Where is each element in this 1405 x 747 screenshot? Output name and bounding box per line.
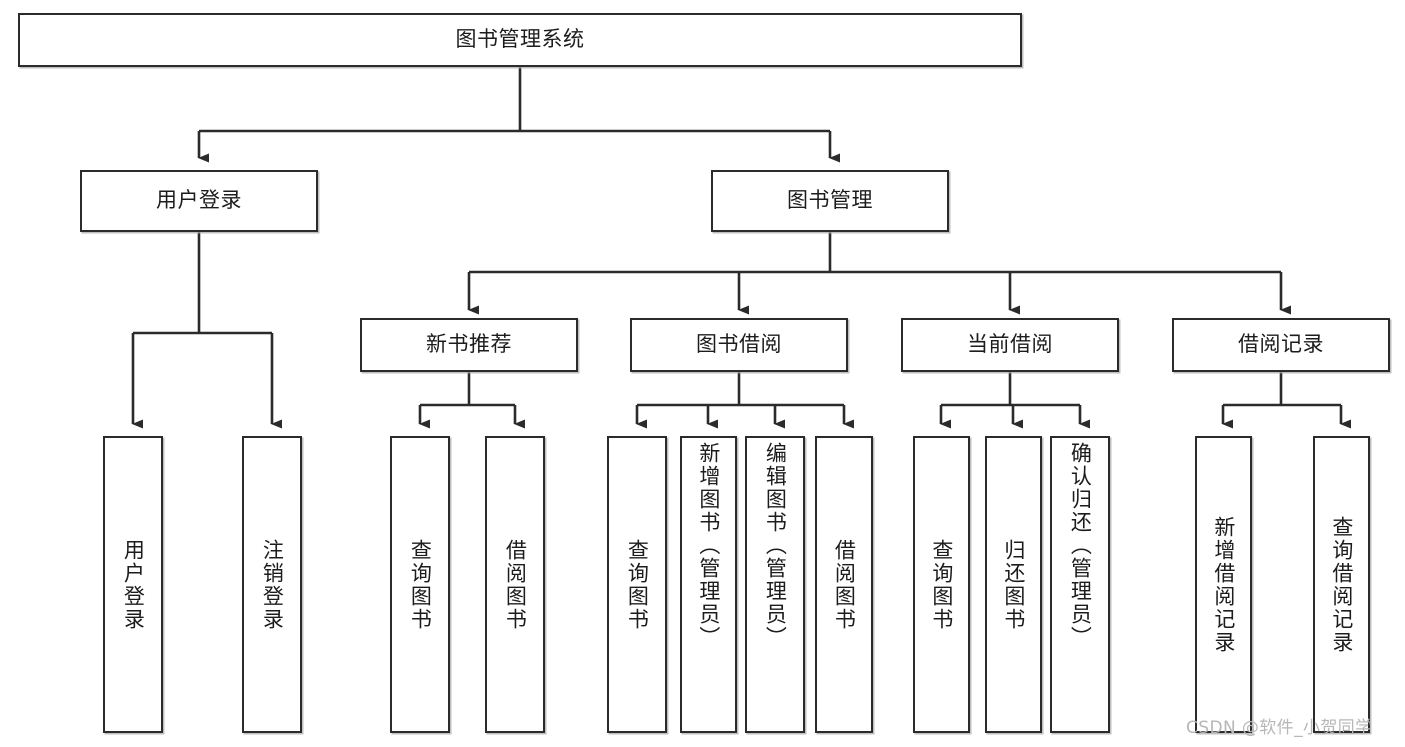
leaf-borrow-book-bb[interactable]: 借阅图书 xyxy=(815,436,873,733)
leaf-edit-book-admin[interactable]: 编辑图书（管理员） xyxy=(745,436,805,733)
leaf-add-borrow-record[interactable]: 新增借阅记录 xyxy=(1195,436,1252,733)
leaf-user-login[interactable]: 用户登录 xyxy=(103,436,163,733)
leaf-return-book[interactable]: 归还图书 xyxy=(985,436,1042,733)
node-label: 借阅图书 xyxy=(832,538,857,631)
node-book-borrow[interactable]: 图书借阅 xyxy=(630,318,848,372)
node-current-borrow[interactable]: 当前借阅 xyxy=(901,318,1119,372)
node-label: 图书借阅 xyxy=(696,332,782,357)
node-label: 注销登录 xyxy=(260,538,285,631)
node-new-book-recommend[interactable]: 新书推荐 xyxy=(360,318,578,372)
node-label: 编辑图书（管理员） xyxy=(763,442,788,649)
leaf-confirm-return-admin[interactable]: 确认归还（管理员） xyxy=(1050,436,1110,733)
node-borrow-record[interactable]: 借阅记录 xyxy=(1172,318,1390,372)
node-label: 借阅图书 xyxy=(503,538,528,631)
node-label: 查询图书 xyxy=(408,538,433,631)
leaf-query-borrow-record[interactable]: 查询借阅记录 xyxy=(1313,436,1370,733)
node-label: 查询借阅记录 xyxy=(1329,515,1354,654)
node-label: 当前借阅 xyxy=(967,332,1053,357)
leaf-query-book-cb[interactable]: 查询图书 xyxy=(913,436,970,733)
node-label: 查询图书 xyxy=(625,538,650,631)
node-book-management[interactable]: 图书管理 xyxy=(711,170,949,232)
leaf-query-book-bb[interactable]: 查询图书 xyxy=(607,436,667,733)
node-label: 新增图书（管理员） xyxy=(696,442,721,649)
node-label: 新增借阅记录 xyxy=(1211,515,1236,654)
node-label: 查询图书 xyxy=(929,538,954,631)
leaf-logout-login[interactable]: 注销登录 xyxy=(242,436,302,733)
node-label: 确认归还（管理员） xyxy=(1068,442,1093,649)
node-user-login[interactable]: 用户登录 xyxy=(80,170,318,232)
node-label: 借阅记录 xyxy=(1238,332,1324,357)
leaf-add-book-admin[interactable]: 新增图书（管理员） xyxy=(680,436,737,733)
node-label: 图书管理 xyxy=(787,188,873,213)
node-label: 用户登录 xyxy=(121,538,146,631)
leaf-query-book-nb[interactable]: 查询图书 xyxy=(390,436,450,733)
node-label: 图书管理系统 xyxy=(455,27,585,52)
node-label: 归还图书 xyxy=(1001,538,1026,631)
node-label: 新书推荐 xyxy=(426,332,512,357)
leaf-borrow-book-nb[interactable]: 借阅图书 xyxy=(485,436,545,733)
node-root-system[interactable]: 图书管理系统 xyxy=(18,13,1022,67)
node-label: 用户登录 xyxy=(156,188,242,213)
